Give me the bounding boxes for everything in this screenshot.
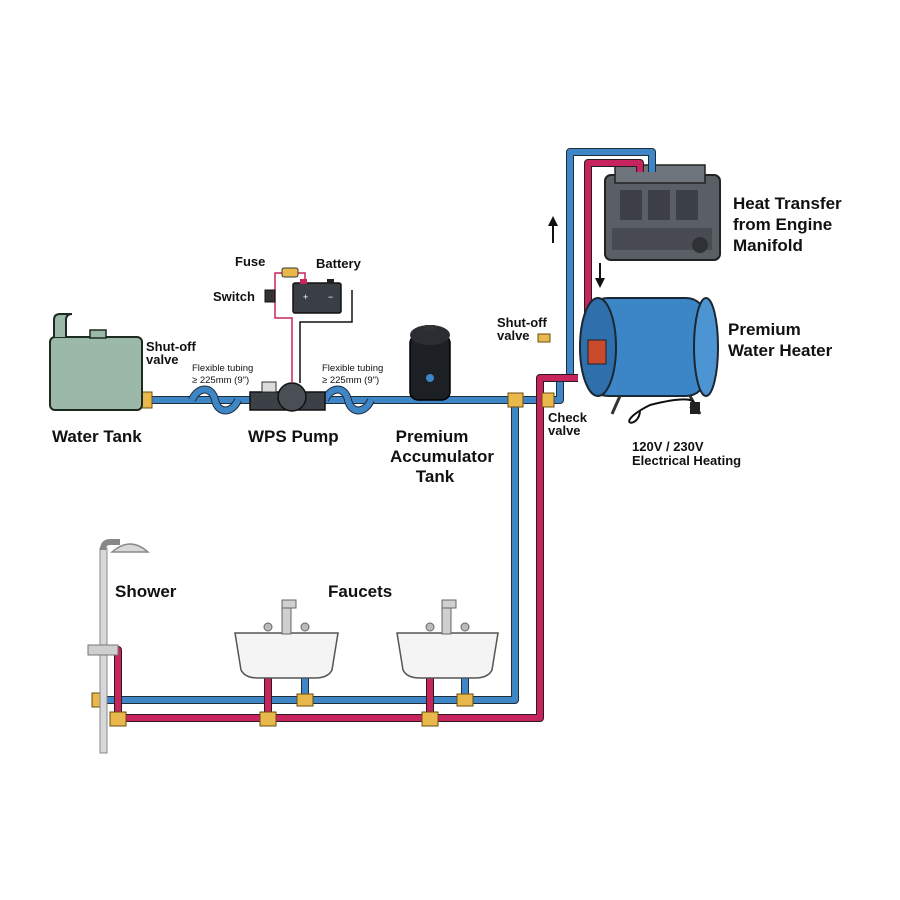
label-heater-2: Water Heater xyxy=(728,341,833,360)
label-accumulator-3: Tank xyxy=(416,467,455,486)
arrow-up-icon xyxy=(548,216,558,243)
water-tank xyxy=(49,313,143,411)
label-water-tank: Water Tank xyxy=(52,427,142,446)
faucet-sink-1 xyxy=(234,599,339,679)
label-check-valve-1: Check xyxy=(548,410,588,425)
label-switch: Switch xyxy=(213,289,255,304)
label-accumulator-2: Accumulator xyxy=(390,447,494,466)
label-flex-tube-1b: ≥ 225mm (9") xyxy=(192,375,249,386)
label-faucets: Faucets xyxy=(328,582,392,601)
label-battery: Battery xyxy=(316,256,362,271)
label-accumulator-1: Premium xyxy=(396,427,469,446)
label-flex-tube-1a: Flexible tubing xyxy=(192,363,253,374)
engine xyxy=(604,164,721,261)
label-engine-2: from Engine xyxy=(733,215,832,234)
label-electrical-1: 120V / 230V xyxy=(632,439,704,454)
label-shower: Shower xyxy=(115,582,177,601)
pump xyxy=(249,381,326,412)
label-heater-1: Premium xyxy=(728,320,801,339)
label-engine-3: Manifold xyxy=(733,236,803,255)
faucet-sink-2 xyxy=(396,599,499,679)
switch-icon xyxy=(264,289,276,303)
arrow-down-icon xyxy=(595,263,605,288)
label-flex-tube-2a: Flexible tubing xyxy=(322,363,383,374)
accumulator-tank xyxy=(409,325,451,401)
label-tank-shutoff-2: valve xyxy=(146,352,179,367)
label-heater-shutoff-1: Shut-off xyxy=(497,315,547,330)
water-heater xyxy=(579,297,719,424)
shower xyxy=(87,539,150,754)
svg-text:+: + xyxy=(303,292,308,302)
label-check-valve-2: valve xyxy=(548,423,581,438)
label-tank-shutoff-1: Shut-off xyxy=(146,339,196,354)
battery-icon: + − xyxy=(292,279,342,314)
label-pump: WPS Pump xyxy=(248,427,339,446)
label-electrical-2: Electrical Heating xyxy=(632,453,741,468)
svg-text:−: − xyxy=(328,292,333,302)
label-fuse: Fuse xyxy=(235,254,265,269)
label-heater-shutoff-2: valve xyxy=(497,328,530,343)
label-flex-tube-2b: ≥ 225mm (9") xyxy=(322,375,379,386)
label-engine-1: Heat Transfer xyxy=(733,194,842,213)
fuse-icon xyxy=(281,267,299,278)
